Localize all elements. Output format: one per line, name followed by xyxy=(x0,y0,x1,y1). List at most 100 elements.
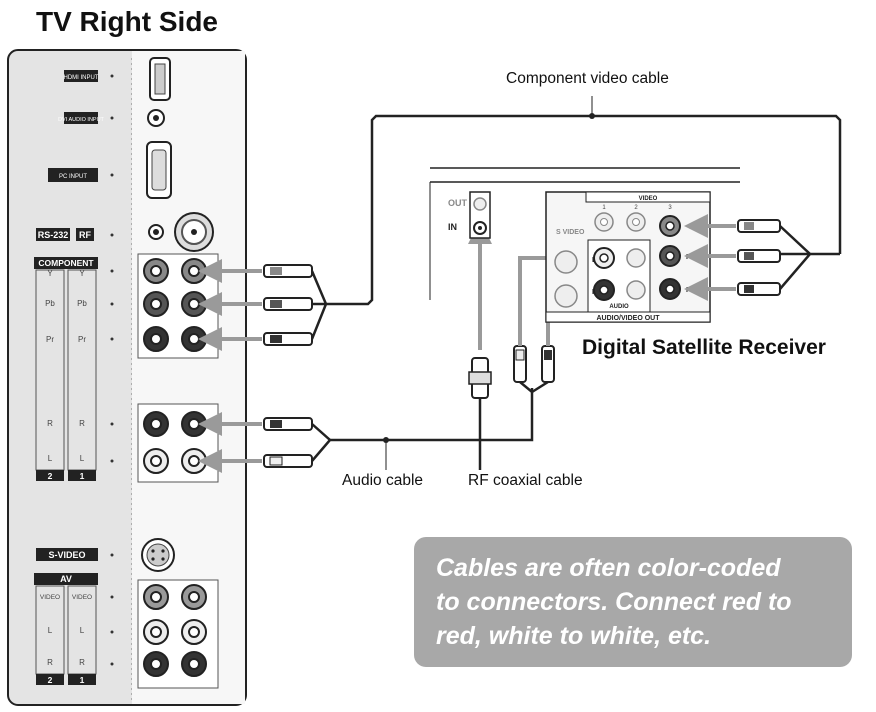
receiver-pr-jack-center xyxy=(665,284,675,294)
receiver-y-label: Y xyxy=(688,224,693,231)
receiver-col-1: 1 xyxy=(602,205,606,211)
comp1-pb-label: Pb xyxy=(77,299,87,308)
comp1-pr-jack-center xyxy=(188,333,200,345)
pc-input-label: PC INPUT xyxy=(59,174,87,180)
av-r-dot xyxy=(110,662,114,666)
av2-l-jack-center xyxy=(150,626,162,638)
comp1-y-jack-center xyxy=(188,265,200,277)
receiver-name: Digital Satellite Receiver xyxy=(582,336,826,359)
comp2-pb-jack-center xyxy=(150,298,162,310)
av1-num: 1 xyxy=(80,675,85,685)
av2-r-jack-center xyxy=(150,658,162,670)
receiver-av-out-footer xyxy=(545,311,711,323)
av2-video-jack-center xyxy=(150,591,162,603)
receiver-pb-label: Pb xyxy=(686,254,695,261)
comp2-y-jack-center xyxy=(150,265,162,277)
rf-label: RF xyxy=(79,230,91,240)
av2-video-label: VIDEO xyxy=(40,594,60,601)
receiver-y-jack-center xyxy=(665,221,675,231)
component-cable-tv-fork xyxy=(310,270,328,340)
receiver-video-header xyxy=(585,191,711,203)
component-label: COMPONENT xyxy=(38,258,94,268)
rs232-label-box xyxy=(36,228,70,241)
receiver-component-plugs xyxy=(684,214,781,301)
receiver-audio-l-jack-center xyxy=(599,253,609,263)
comp1-y-label: Y xyxy=(79,269,85,278)
comp1-l-label: L xyxy=(80,454,85,463)
receiver-audio2-r-jack[interactable] xyxy=(626,280,646,300)
hdmi-label-box xyxy=(64,70,98,82)
comp1-pb-jack-center xyxy=(188,298,200,310)
receiver-audio-plug-r-band xyxy=(544,350,552,360)
component-cable-trunk xyxy=(312,114,842,306)
receiver-svideo-label: S VIDEO xyxy=(556,229,585,236)
comp2-r-label: R xyxy=(47,419,53,428)
comp-r-dot xyxy=(110,422,114,426)
rs232-jack-center xyxy=(153,229,159,235)
comp-y-dot xyxy=(110,269,114,273)
receiver-svideo-port-1[interactable] xyxy=(554,250,578,274)
pc-input-label-box xyxy=(48,168,98,182)
svideo-pin-3 xyxy=(151,557,155,561)
comp-pr-dot xyxy=(110,337,114,341)
satellite-receiver: OUT IN VIDEO 1 2 3 S VIDEO L R AUDIO AUD… xyxy=(429,167,740,323)
receiver-pr-label: Pr xyxy=(686,287,694,294)
receiver-pb-jack-center xyxy=(665,251,675,261)
plug-pb-band xyxy=(270,300,282,308)
av-l-dot xyxy=(110,630,114,634)
audio-cable-label: Audio cable xyxy=(342,472,424,489)
receiver-rf-out-jack[interactable] xyxy=(473,197,487,211)
receiver-svideo-port-2[interactable] xyxy=(554,284,578,308)
comp1-audio-r-jack-center xyxy=(188,418,200,430)
plug-y-band xyxy=(270,267,282,275)
comp-pb-dot xyxy=(110,302,114,306)
hdmi-port-slot xyxy=(154,63,166,95)
av1-num-box xyxy=(68,674,96,685)
receiver-col-2: 2 xyxy=(634,205,638,211)
av2-num-box xyxy=(36,674,64,685)
rf-plug-nut xyxy=(468,371,492,385)
svideo-pin-4 xyxy=(161,557,165,561)
receiver-video-jack-1-center xyxy=(600,218,608,226)
dvi-audio-jack-center xyxy=(153,115,159,121)
comp1-num: 1 xyxy=(80,471,85,481)
svideo-dot xyxy=(110,553,114,557)
receiver-rf-in-pin xyxy=(478,226,482,230)
dvi-audio-label: DVI AUDIO INPUT xyxy=(58,117,104,123)
av1-r-jack-center xyxy=(188,658,200,670)
receiver-audio-r-jack-center xyxy=(599,285,609,295)
plug-pr-band xyxy=(270,335,282,343)
comp2-pr-label: Pr xyxy=(46,335,54,344)
rf-label-box xyxy=(76,228,94,241)
component-video-cable xyxy=(310,96,842,340)
rx-plug-y-band xyxy=(744,222,754,230)
av-video-dot xyxy=(110,595,114,599)
audio-cable-trunk xyxy=(330,388,534,442)
comp2-audio-l-jack-center xyxy=(150,455,162,467)
receiver-audio2-l-jack[interactable] xyxy=(626,248,646,268)
receiver-out-label: OUT xyxy=(448,198,468,208)
av1-video-jack-center xyxy=(188,591,200,603)
comp2-audio-r-jack-center xyxy=(150,418,162,430)
svideo-pin-1 xyxy=(151,549,155,553)
rf-coaxial-cable xyxy=(468,220,492,470)
dvi-audio-label-box xyxy=(64,112,98,124)
pc-input-dot xyxy=(110,173,114,177)
comp2-num: 2 xyxy=(48,471,53,481)
av2-num: 2 xyxy=(48,675,53,685)
svideo-port-inner xyxy=(146,543,170,567)
av1-l-jack-center xyxy=(188,626,200,638)
receiver-av-out-label: AUDIO/VIDEO OUT xyxy=(596,315,660,322)
svideo-label-box xyxy=(36,548,98,561)
receiver-col-3: 3 xyxy=(668,205,672,211)
audio-cable xyxy=(198,246,604,473)
component-cable-receiver-fork xyxy=(779,225,812,290)
dvi-audio-dot xyxy=(110,116,114,120)
comp2-pr-jack-center xyxy=(150,333,162,345)
av-label-box xyxy=(34,573,98,585)
rf-connector-pin xyxy=(191,229,197,235)
comp1-audio-l-jack-center xyxy=(188,455,200,467)
comp2-pb-label: Pb xyxy=(45,299,55,308)
receiver-video-label: VIDEO xyxy=(639,196,658,202)
